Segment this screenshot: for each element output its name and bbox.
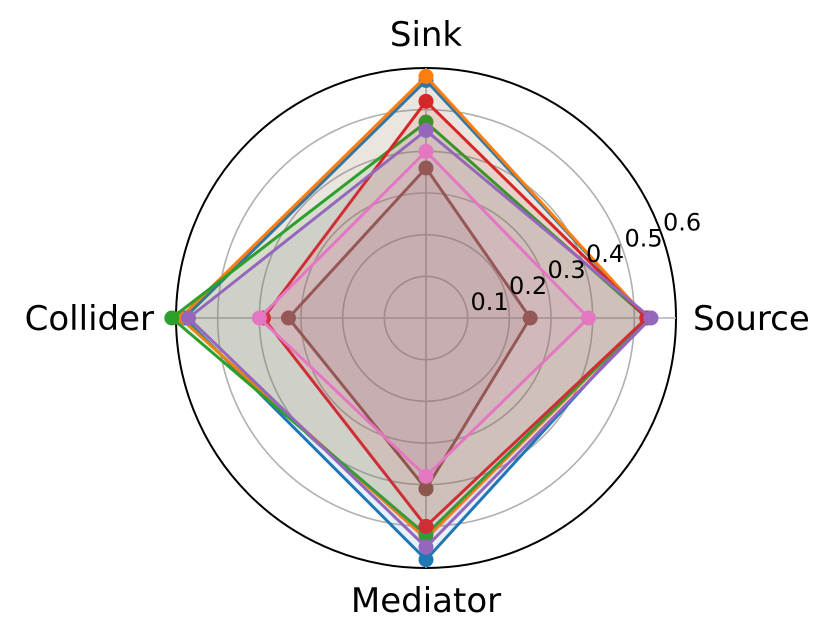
series-point: [418, 160, 434, 176]
radial-tick-label: 0.4: [586, 240, 624, 268]
series-point: [418, 123, 434, 138]
radial-tick-label: 0.2: [509, 272, 547, 300]
radial-tick-label: 0.3: [547, 256, 585, 284]
series-6: [281, 160, 538, 497]
series-point: [418, 552, 434, 568]
series-5: [181, 123, 659, 555]
series-point: [418, 468, 434, 484]
series-point: [251, 310, 267, 326]
radial-tick-label: 0.6: [663, 208, 701, 236]
series-point: [418, 539, 434, 555]
series-point: [581, 310, 596, 326]
series-7: [251, 143, 596, 484]
series-layer: [164, 68, 659, 568]
series-point: [418, 518, 434, 534]
series-point: [643, 310, 659, 326]
series-point: [418, 481, 434, 497]
series-point: [418, 143, 434, 159]
axis-label-source: Source: [693, 299, 810, 339]
series-point: [418, 68, 434, 84]
axis-label-sink: Sink: [390, 15, 463, 55]
axis-label-collider: Collider: [25, 299, 154, 339]
series-point: [418, 93, 434, 109]
tick-label-layer: 0.10.20.30.40.50.6: [470, 208, 701, 316]
series-point: [281, 310, 296, 326]
axis-label-mediator: Mediator: [351, 581, 501, 621]
radial-tick-label: 0.5: [624, 224, 662, 252]
series-point: [181, 310, 196, 326]
radial-tick-label: 0.1: [470, 288, 508, 316]
series-point: [164, 310, 180, 326]
series-point: [522, 310, 538, 326]
